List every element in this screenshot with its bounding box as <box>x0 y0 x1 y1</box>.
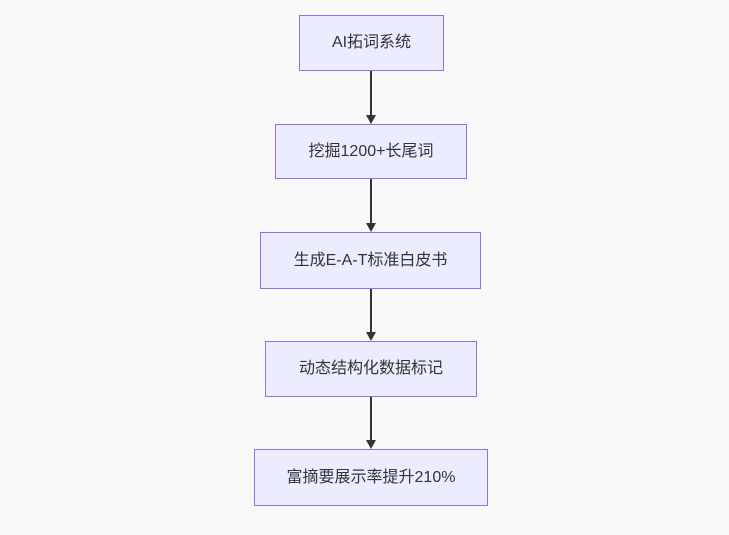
flow-node-label: 生成E-A-T标准白皮书 <box>293 251 448 269</box>
flow-node-label: 挖掘1200+长尾词 <box>308 142 434 160</box>
flow-node-ai-word-expansion-system: AI拓词系统 <box>299 15 444 71</box>
flow-arrow-down-icon <box>366 179 376 232</box>
flow-arrow-down-icon <box>366 397 376 449</box>
flow-node-generate-eat-whitepaper: 生成E-A-T标准白皮书 <box>260 232 481 289</box>
flow-node-label: 动态结构化数据标记 <box>298 360 443 378</box>
flow-node-label: 富摘要展示率提升210% <box>286 468 456 486</box>
flow-node-rich-snippet-rate-increase: 富摘要展示率提升210% <box>254 449 488 506</box>
flow-arrow-down-icon <box>366 71 376 124</box>
flow-node-label: AI拓词系统 <box>331 34 412 52</box>
flow-arrow-down-icon <box>366 289 376 341</box>
flow-node-dynamic-structured-data-markup: 动态结构化数据标记 <box>265 341 477 397</box>
flow-node-mine-longtail-keywords: 挖掘1200+长尾词 <box>275 124 467 179</box>
